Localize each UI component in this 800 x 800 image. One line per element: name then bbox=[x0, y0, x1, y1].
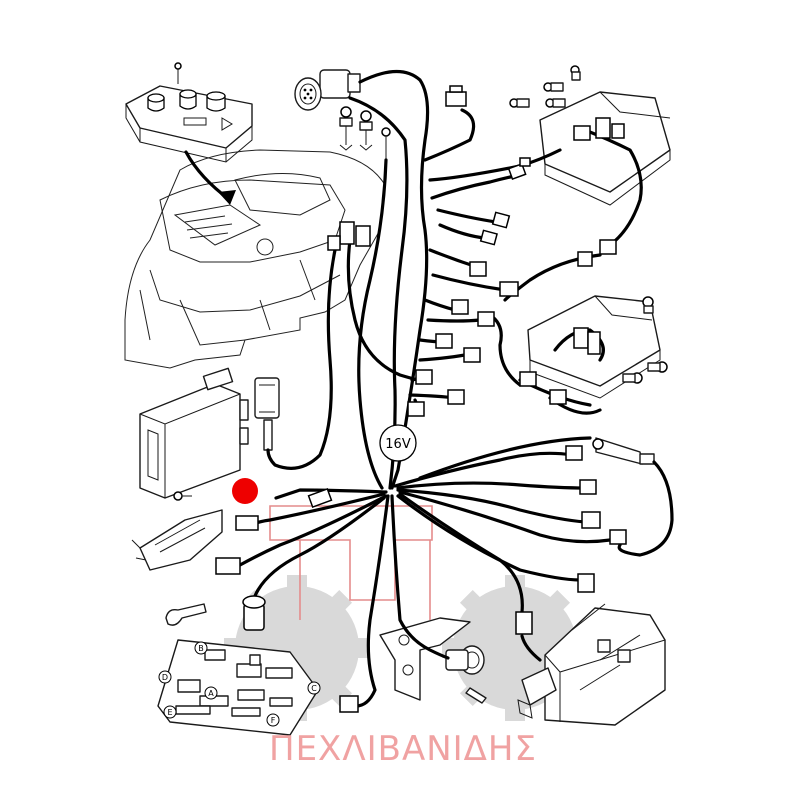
board-label-e: E bbox=[163, 705, 177, 719]
voltage-label-text: 16V bbox=[385, 437, 411, 452]
board-label-c-text: C bbox=[311, 684, 317, 693]
bracket-plate bbox=[379, 617, 471, 701]
control-panel bbox=[125, 62, 253, 163]
board-label-f: F bbox=[266, 713, 280, 727]
round-connector-top bbox=[294, 69, 361, 111]
cable-clamp bbox=[165, 603, 207, 626]
bulbs-and-pins bbox=[339, 65, 668, 384]
board-label-a-text: A bbox=[208, 689, 214, 698]
diode-connector bbox=[465, 687, 487, 704]
board-label-f-text: F bbox=[271, 716, 276, 725]
voltage-label: 16V bbox=[379, 424, 417, 462]
board-label-d-text: D bbox=[162, 673, 168, 682]
board-label-b: B bbox=[194, 641, 208, 655]
red-marker-dot bbox=[232, 478, 258, 504]
board-label-c: C bbox=[307, 681, 321, 695]
watermark-brand-text: ΠΕΧΛΙΒΑΝΙΔΗΣ bbox=[269, 729, 537, 769]
board-label-a: A bbox=[204, 686, 218, 700]
board-label-b-text: B bbox=[198, 644, 204, 653]
harness-connectors bbox=[215, 85, 627, 713]
circuit-board bbox=[157, 639, 319, 736]
ecu-module bbox=[139, 367, 249, 501]
arrow-head-icon bbox=[218, 190, 236, 205]
relay bbox=[254, 377, 280, 451]
sensor-probe bbox=[592, 437, 655, 465]
board-label-e-text: E bbox=[167, 708, 172, 717]
board-label-d: D bbox=[158, 670, 172, 684]
round-connector-bottom bbox=[445, 645, 485, 675]
valve-block bbox=[517, 603, 666, 726]
plug-module bbox=[131, 509, 223, 571]
cab-dashboard-outline bbox=[124, 149, 386, 369]
